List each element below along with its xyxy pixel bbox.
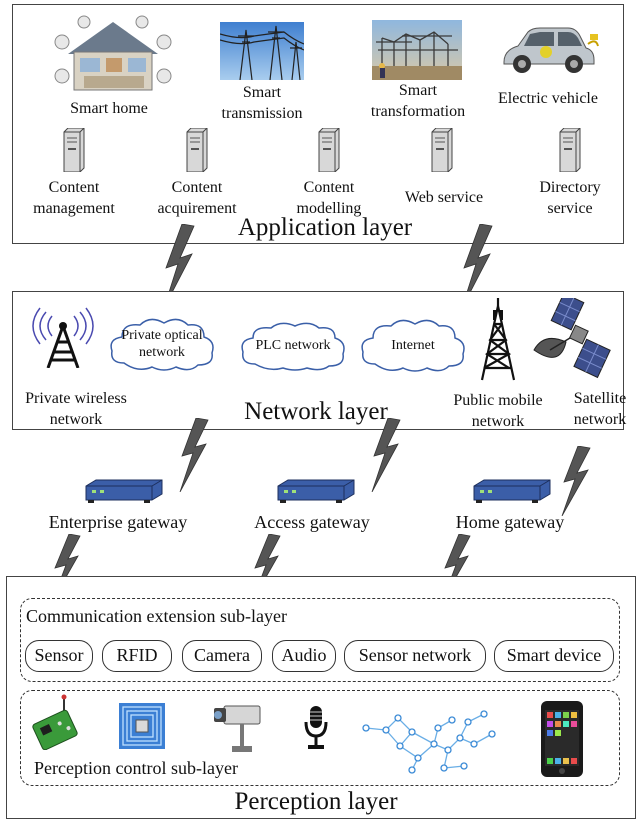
cloud-icon-plc	[237, 320, 349, 372]
service-label-content-acquirement: Content acquirement	[157, 179, 237, 217]
network-label-private-wireless: Private wireless network	[25, 390, 127, 428]
cloud-label-private-optical: Private optical network	[121, 328, 203, 360]
cloud-icon-private-optical	[106, 315, 218, 373]
substation-image	[372, 20, 462, 80]
transmission-tower-image	[219, 22, 305, 81]
item-sensor: Sensor	[25, 640, 93, 672]
smartphone-icon	[540, 700, 584, 778]
server-icon-directory-service	[558, 127, 582, 173]
server-icon-content-modelling	[317, 127, 341, 173]
router-icon-access	[274, 478, 358, 504]
item-camera: Camera	[182, 640, 262, 672]
app-label-electric-vehicle: Electric vehicle	[498, 90, 598, 107]
application-layer-title: Application layer	[237, 214, 413, 241]
cloud-label-plc: PLC network	[255, 338, 331, 353]
cell-tower-icon	[476, 296, 520, 382]
network-label-public-mobile: Public mobile network	[453, 392, 543, 430]
communication-sublayer-box	[20, 598, 620, 682]
service-label-directory-service: Directory service	[539, 179, 601, 217]
electric-car-image	[498, 24, 600, 78]
item-smart-device: Smart device	[494, 640, 614, 672]
satellite-icon	[526, 292, 632, 380]
lightning-icon	[176, 417, 210, 493]
rfid-chip-icon	[118, 702, 166, 750]
network-label-satellite: Satellite network	[573, 390, 627, 428]
router-icon-home	[470, 478, 554, 504]
perception-layer-box	[6, 576, 636, 819]
sensor-network-icon	[360, 708, 500, 776]
perception-layer-title: Perception layer	[234, 788, 398, 815]
service-label-content-management: Content management	[33, 179, 115, 217]
gateway-label-access: Access gateway	[254, 512, 370, 532]
lightning-icon	[368, 417, 402, 493]
app-label-smart-home: Smart home	[70, 100, 148, 117]
item-rfid: RFID	[102, 640, 172, 672]
control-sublayer-title: Perception control sub-layer	[34, 758, 238, 778]
gateway-label-enterprise: Enterprise gateway	[48, 512, 188, 532]
microphone-icon	[302, 704, 330, 750]
item-sensor-network: Sensor network	[344, 640, 486, 672]
app-label-smart-transmission: Smart transmission	[221, 84, 303, 122]
cloud-label-internet: Internet	[391, 338, 435, 353]
cloud-icon-internet	[357, 316, 469, 374]
lightning-icon	[160, 223, 196, 309]
lightning-icon	[558, 445, 592, 517]
server-icon-content-acquirement	[185, 127, 209, 173]
communication-sublayer-title: Communication extension sub-layer	[26, 606, 287, 626]
smart-home-image	[54, 14, 172, 94]
app-label-smart-transformation: Smart transformation	[370, 82, 466, 120]
network-layer-title: Network layer	[244, 398, 388, 425]
control-sublayer-box	[20, 690, 620, 786]
sensor-device-icon	[30, 694, 80, 751]
service-label-web-service: Web service	[404, 189, 484, 206]
item-audio: Audio	[272, 640, 336, 672]
gateway-label-home: Home gateway	[455, 512, 565, 532]
server-icon-content-management	[62, 127, 86, 173]
service-label-content-modelling: Content modelling	[296, 179, 362, 217]
router-icon-enterprise	[82, 478, 166, 504]
camera-icon	[210, 702, 266, 754]
server-icon-web-service	[430, 127, 454, 173]
wireless-antenna-icon	[32, 306, 94, 369]
lightning-icon	[458, 223, 494, 309]
